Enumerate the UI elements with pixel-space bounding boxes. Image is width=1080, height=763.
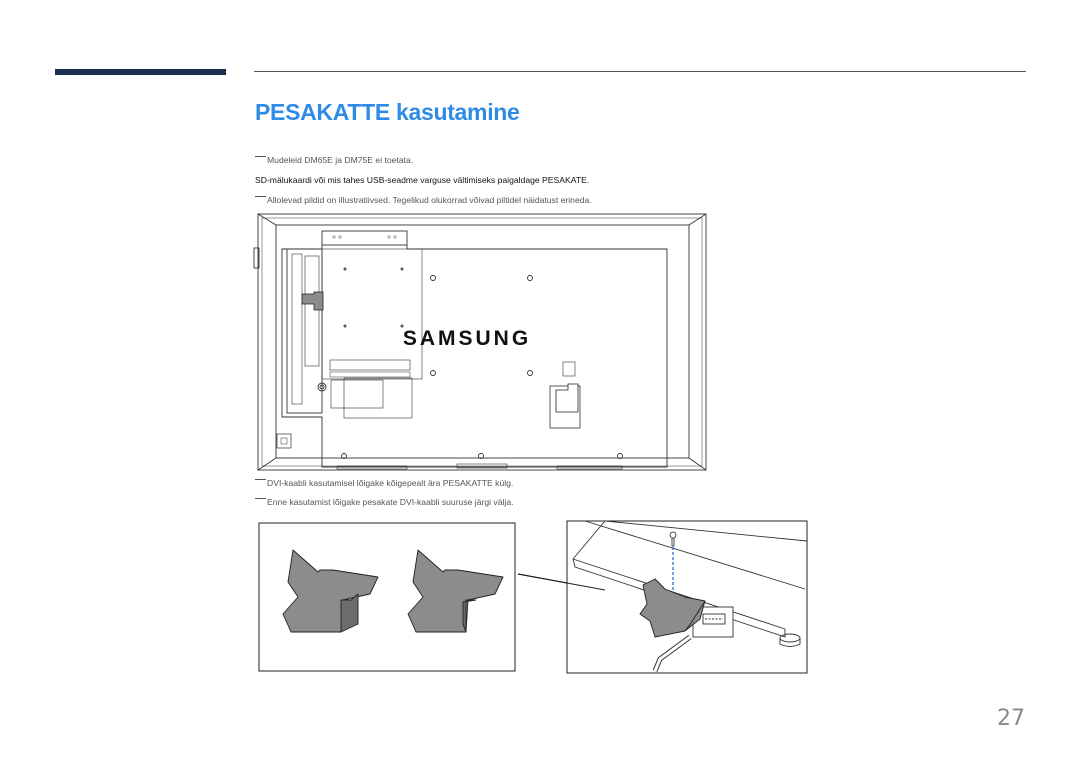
note-dvi-cut-text: DVI-kaabli kasutamisel lõigake kõigepeal… bbox=[267, 478, 514, 488]
note-dash-icon bbox=[255, 498, 266, 499]
note-dvi-cut: DVI-kaabli kasutamisel lõigake kõigepeal… bbox=[255, 478, 513, 488]
screw-icon bbox=[669, 531, 677, 547]
note-illustrative-text: Allolevad pildid on illustratiivsed. Teg… bbox=[267, 195, 592, 205]
note-illustrative: Allolevad pildid on illustratiivsed. Teg… bbox=[255, 195, 592, 205]
socket-cover-piece-left bbox=[282, 549, 379, 633]
note-cut-to-size: Enne kasutamist lõigake pesakate DVI-kaa… bbox=[255, 497, 513, 507]
note-models-text: Mudeleid DM65E ja DM75E ei toetata. bbox=[267, 155, 414, 165]
samsung-logo: SAMSUNG bbox=[403, 327, 531, 350]
header-accent-bar bbox=[55, 69, 226, 75]
socket-cover-install-illustration bbox=[517, 520, 808, 674]
note-cut-to-size-text: Enne kasutamist lõigake pesakate DVI-kaa… bbox=[267, 497, 514, 507]
page-number: 27 bbox=[997, 706, 1025, 731]
socket-cover-piece-right bbox=[407, 549, 504, 633]
note-models: Mudeleid DM65E ja DM75E ei toetata. bbox=[255, 155, 413, 165]
socket-cover-pieces-illustration bbox=[258, 522, 516, 672]
display-rear-illustration: SAMSUNG bbox=[253, 213, 707, 471]
header-rule bbox=[254, 71, 1026, 72]
note-dash-icon bbox=[255, 196, 266, 197]
instruction-paragraph: SD-mälukaardi või mis tahes USB-seadme v… bbox=[255, 175, 590, 185]
socket-cover-installed bbox=[639, 578, 706, 638]
page-title: PESAKATTE kasutamine bbox=[255, 99, 520, 125]
note-dash-icon bbox=[255, 156, 266, 157]
note-dash-icon bbox=[255, 479, 266, 480]
